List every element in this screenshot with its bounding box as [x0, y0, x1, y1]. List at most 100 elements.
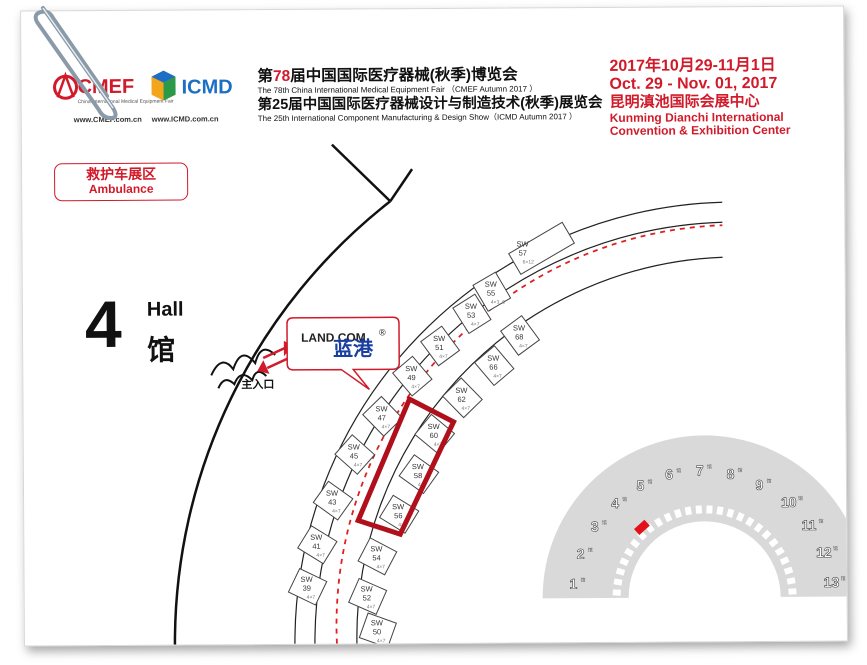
booth-number: 56	[394, 511, 402, 520]
booth-size: 4×7	[434, 442, 443, 448]
minimap-hall-1[interactable]: 1	[569, 575, 578, 592]
minimap-hall-12[interactable]: 12	[816, 544, 832, 561]
cmef-logo-text: CMEF	[77, 76, 134, 98]
paper-clip-icon	[33, 6, 118, 120]
booth-label: SW	[370, 544, 383, 553]
booth-box	[357, 537, 398, 576]
minimap-hall-8[interactable]: 8	[726, 466, 735, 483]
booth-box	[287, 567, 328, 606]
booth-box	[499, 314, 541, 356]
minimap-hall-2[interactable]: 2	[576, 545, 585, 562]
minimap-hall-5[interactable]: 5	[636, 477, 645, 494]
booth-box	[452, 293, 492, 335]
minimap-tick	[663, 512, 673, 523]
minimap-hall-13[interactable]: 13	[823, 574, 840, 591]
minimap-tick	[613, 578, 623, 586]
booth-number: 41	[312, 542, 320, 551]
minimap-hall-7[interactable]: 7	[696, 462, 705, 479]
booth-size: 4×7	[376, 564, 385, 570]
booth-number: 39	[303, 584, 311, 593]
minimap-hall-suffix: 馆	[841, 575, 846, 582]
minimap-tick	[706, 505, 713, 514]
booth-size: 4×7	[354, 462, 363, 468]
minimap-tick	[630, 538, 641, 549]
minimap-hall-10[interactable]: 10	[781, 494, 797, 511]
booth-label: SW	[428, 422, 441, 431]
exhibitor-booth-highlight[interactable]	[354, 395, 457, 538]
booth-label: SW	[485, 280, 498, 289]
booth-box	[334, 434, 376, 475]
minimap-hall-suffix: 馆	[819, 518, 824, 525]
booth-size: 4×7	[471, 322, 480, 328]
entrance-canopy	[210, 348, 276, 389]
booth-number: 51	[435, 343, 443, 352]
minimap-hall-9[interactable]: 9	[755, 476, 764, 493]
icmd-logo: ICMD www.ICMD.com.cn	[149, 66, 259, 127]
floor-plan-sheet: CMEF China International Medical Equipme…	[20, 5, 848, 647]
minimap-tick	[726, 508, 735, 518]
booth-size: 4×7	[493, 374, 502, 380]
booth-number: 49	[407, 373, 415, 382]
minimap-tick	[745, 516, 755, 527]
minimap-hall-suffix: 馆	[602, 519, 607, 526]
minimap-tick	[753, 522, 764, 533]
minimap-hall-3[interactable]: 3	[591, 518, 600, 535]
booth-number: 45	[350, 451, 358, 460]
minimap-hall-4[interactable]: 4	[611, 495, 620, 512]
exhibitor-registered-mark: ®	[379, 327, 386, 337]
minimap-tick	[768, 537, 779, 548]
exhibitor-callout: LAND COM 蓝港 ®	[286, 316, 400, 391]
booth-box	[362, 395, 404, 437]
minimap-tick	[716, 506, 724, 516]
booth-label: SW	[348, 442, 361, 451]
minimap-tick	[774, 546, 785, 557]
main-entrance-label: 主入口	[241, 378, 275, 392]
booth-number: 62	[457, 395, 465, 404]
exhibitor-logo-text: LAND COM	[301, 330, 366, 344]
booth-number: 43	[328, 498, 336, 507]
booth-size: 4×7	[439, 354, 448, 360]
booth-label: SW	[310, 533, 323, 542]
minimap-hall-suffix: 馆	[676, 467, 681, 474]
booth-size: 4×7	[307, 595, 316, 601]
aisle-inner-edge	[314, 221, 723, 644]
booth-box	[472, 271, 512, 312]
exhibitor-name: 蓝港	[333, 336, 374, 360]
booth-label: SW	[371, 618, 384, 627]
minimap-tick	[695, 505, 703, 514]
minimap-hall-6[interactable]: 6	[665, 466, 674, 483]
hall-outer-wall	[173, 200, 392, 645]
icmd-logo-text: ICMD	[181, 76, 232, 98]
booth-box	[378, 494, 420, 534]
booth-size: 4×7	[332, 509, 341, 515]
minimap-hall-suffix: 馆	[647, 478, 652, 485]
booth-number: 55	[487, 289, 495, 298]
booth-box	[358, 612, 397, 646]
minimap-tick	[788, 588, 797, 595]
booth-number: 50	[373, 627, 381, 636]
minimap-tick	[619, 557, 630, 567]
booth-size: 4×7	[382, 424, 391, 430]
minimap-hall-suffix: 馆	[766, 478, 771, 485]
minimap-hall-11[interactable]: 11	[801, 517, 817, 534]
booth-label: SW	[412, 462, 425, 471]
minimap-hall-suffix: 馆	[737, 467, 742, 474]
